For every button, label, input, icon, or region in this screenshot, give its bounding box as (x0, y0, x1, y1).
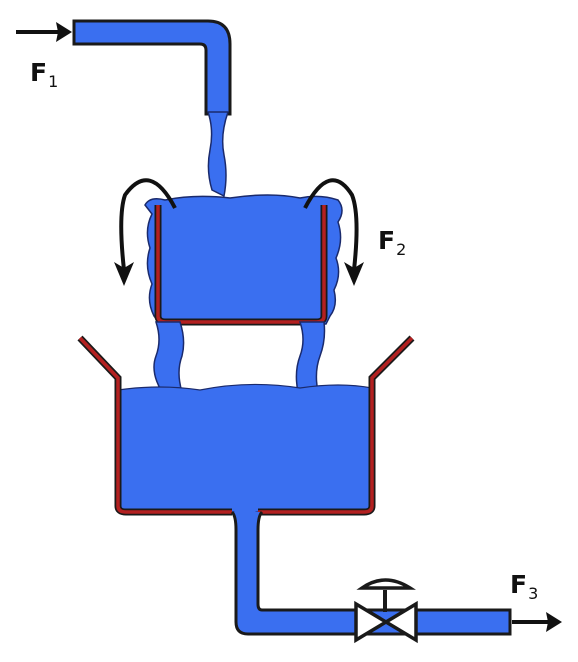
f3-main: F (510, 570, 528, 599)
right-stream (295, 321, 326, 393)
outlet-arrow (512, 612, 562, 632)
outlet-pipe (230, 510, 512, 636)
f3-sub: 3 (528, 584, 539, 603)
inlet-arrow (16, 22, 72, 42)
overflow-arrows (114, 178, 364, 286)
valve[interactable] (354, 578, 418, 644)
f1-main: F (30, 58, 48, 87)
inlet-pipe (72, 19, 232, 116)
f1-sub: 1 (48, 72, 59, 91)
upper-overflow-water (144, 194, 343, 325)
f2-sub: 2 (396, 240, 407, 259)
f2-main: F (378, 226, 396, 255)
flow-label-f3: F3 (510, 572, 538, 602)
flow-label-f1: F1 (30, 60, 58, 90)
left-stream (153, 321, 185, 393)
lower-tank-water (117, 383, 373, 521)
flow-label-f2: F2 (378, 228, 406, 258)
inlet-stream (206, 111, 230, 198)
